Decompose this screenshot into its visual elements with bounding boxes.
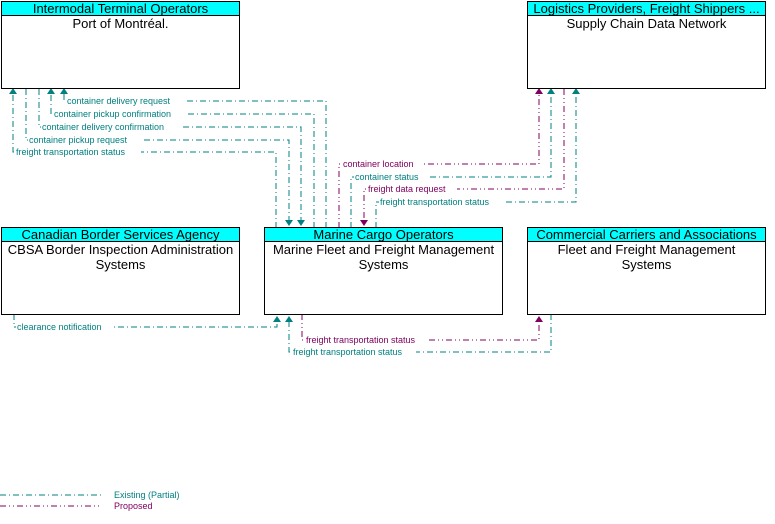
flow-line-freight-transportation-status-carriers-proposed [301,314,540,341]
node-marine-fleet: Marine Cargo Operators Marine Fleet and … [264,227,503,315]
element-label: Systems [96,257,146,272]
arrow-head [285,220,293,226]
flow-line-freight-transportation-status-carriers-existing [288,314,552,353]
element-label: Supply Chain Data Network [567,16,727,31]
arrow-head [47,88,55,94]
arrow-head [572,88,580,94]
flow-label: freight transportation status [293,347,403,357]
stakeholder-label: Intermodal Terminal Operators [33,1,209,16]
element-label: Systems [622,257,672,272]
flow-label: container delivery request [67,96,171,106]
element-label: Fleet and Freight Management [558,242,736,257]
flow-line-clearance-notification [13,314,278,328]
arrow-head [535,316,543,322]
arrow-head [297,220,305,226]
flow-label: freight transportation status [306,335,416,345]
flow-label: container pickup request [29,135,128,145]
element-label: Systems [359,257,409,272]
flow-label: container location [343,159,414,169]
legend-label-existing: Existing (Partial) [114,490,180,500]
stakeholder-label: Canadian Border Services Agency [21,227,220,242]
arrow-head [360,220,368,226]
legend-label-proposed: Proposed [114,501,153,511]
flow-line-container-pickup-confirmation [50,92,315,228]
arrow-head [547,88,555,94]
element-label: CBSA Border Inspection Administration [8,242,233,257]
node-commercial-carriers: Commercial Carriers and Associations Fle… [527,227,766,315]
flow-label: container pickup confirmation [54,109,171,119]
node-cbsa: Canadian Border Services Agency CBSA Bor… [1,227,240,315]
flow-label: freight transportation status [380,197,490,207]
node-supply-chain-data-network: Logistics Providers, Freight Shippers ..… [527,1,766,89]
flow-label: container delivery confirmation [42,122,164,132]
flow-line-freight-transportation-status-port [12,92,277,228]
flow-line-container-pickup-request [25,89,290,222]
stakeholder-label: Logistics Providers, Freight Shippers ..… [533,1,759,16]
stakeholder-label: Commercial Carriers and Associations [536,227,757,242]
arrow-head [535,88,543,94]
flow-label: freight transportation status [16,147,126,157]
arrow-head [60,88,68,94]
flow-label: freight data request [368,184,446,194]
element-label: Marine Fleet and Freight Management [273,242,495,257]
stakeholder-label: Marine Cargo Operators [313,227,454,242]
arrow-head [285,316,293,322]
arrow-head [273,316,281,322]
flow-label: clearance notification [17,322,102,332]
flow-line-freight-data-request [363,89,565,222]
element-label: Port of Montréal. [72,16,168,31]
flow-line-container-delivery-request [63,92,327,228]
legend: Existing (Partial) Proposed [0,490,180,511]
arrow-head [9,88,17,94]
flow-labels: container delivery request container pic… [15,96,503,357]
node-port-of-montreal: Intermodal Terminal Operators Port of Mo… [1,1,240,89]
flow-label: container status [355,172,419,182]
